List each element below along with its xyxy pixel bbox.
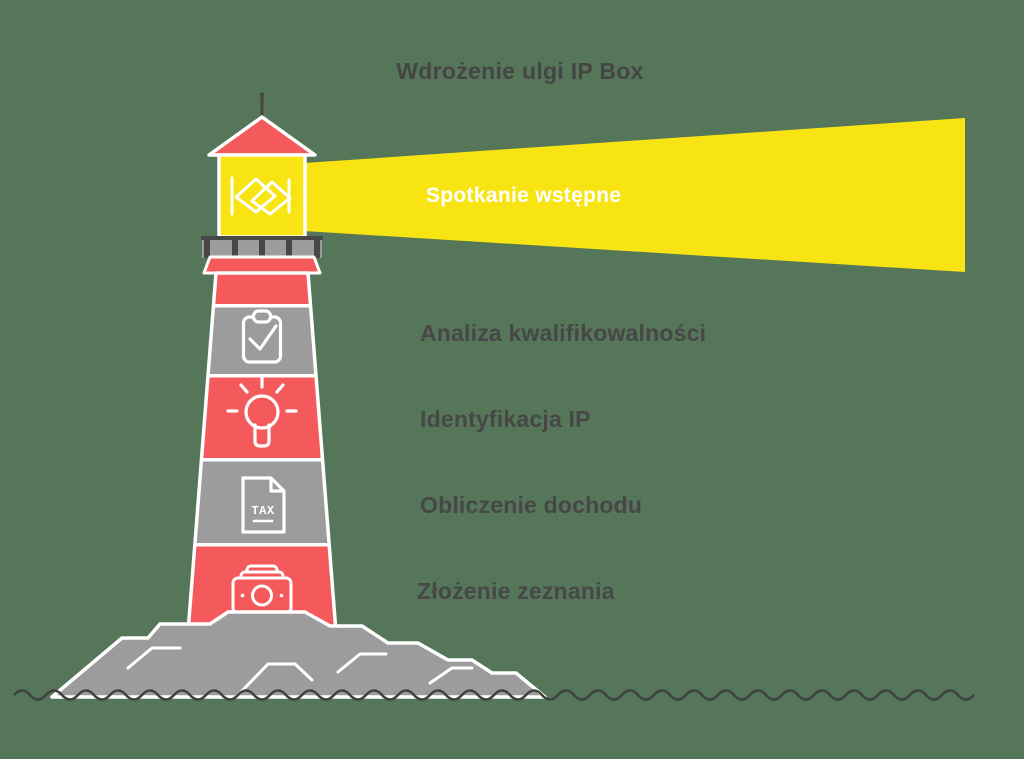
watch-room-band: [202, 255, 322, 275]
step-label-obliczenie: Obliczenie dochodu: [420, 492, 643, 518]
rocks: [50, 610, 547, 699]
light-beam: [304, 118, 965, 272]
tax-icon-label: TAX: [251, 504, 274, 518]
step-label-zlozenie: Złożenie zeznania: [417, 578, 615, 604]
handshake-icon: [230, 176, 292, 216]
step-label-analiza: Analiza kwalifikowalności: [420, 320, 707, 346]
diagram-title: Wdrożenie ulgi IP Box: [396, 58, 644, 84]
clipboard-check-icon: [241, 309, 283, 364]
lighthouse-roof: [207, 115, 317, 157]
step-label-identyfikacja: Identyfikacja IP: [420, 406, 591, 432]
tax-document-icon: TAX: [241, 476, 286, 534]
banknotes-icon: [231, 564, 293, 615]
beam-step-label: Spotkanie wstępne: [426, 184, 622, 207]
waterline: [13, 689, 975, 701]
gallery-railing: [201, 236, 323, 258]
lightbulb-icon: [226, 376, 298, 448]
